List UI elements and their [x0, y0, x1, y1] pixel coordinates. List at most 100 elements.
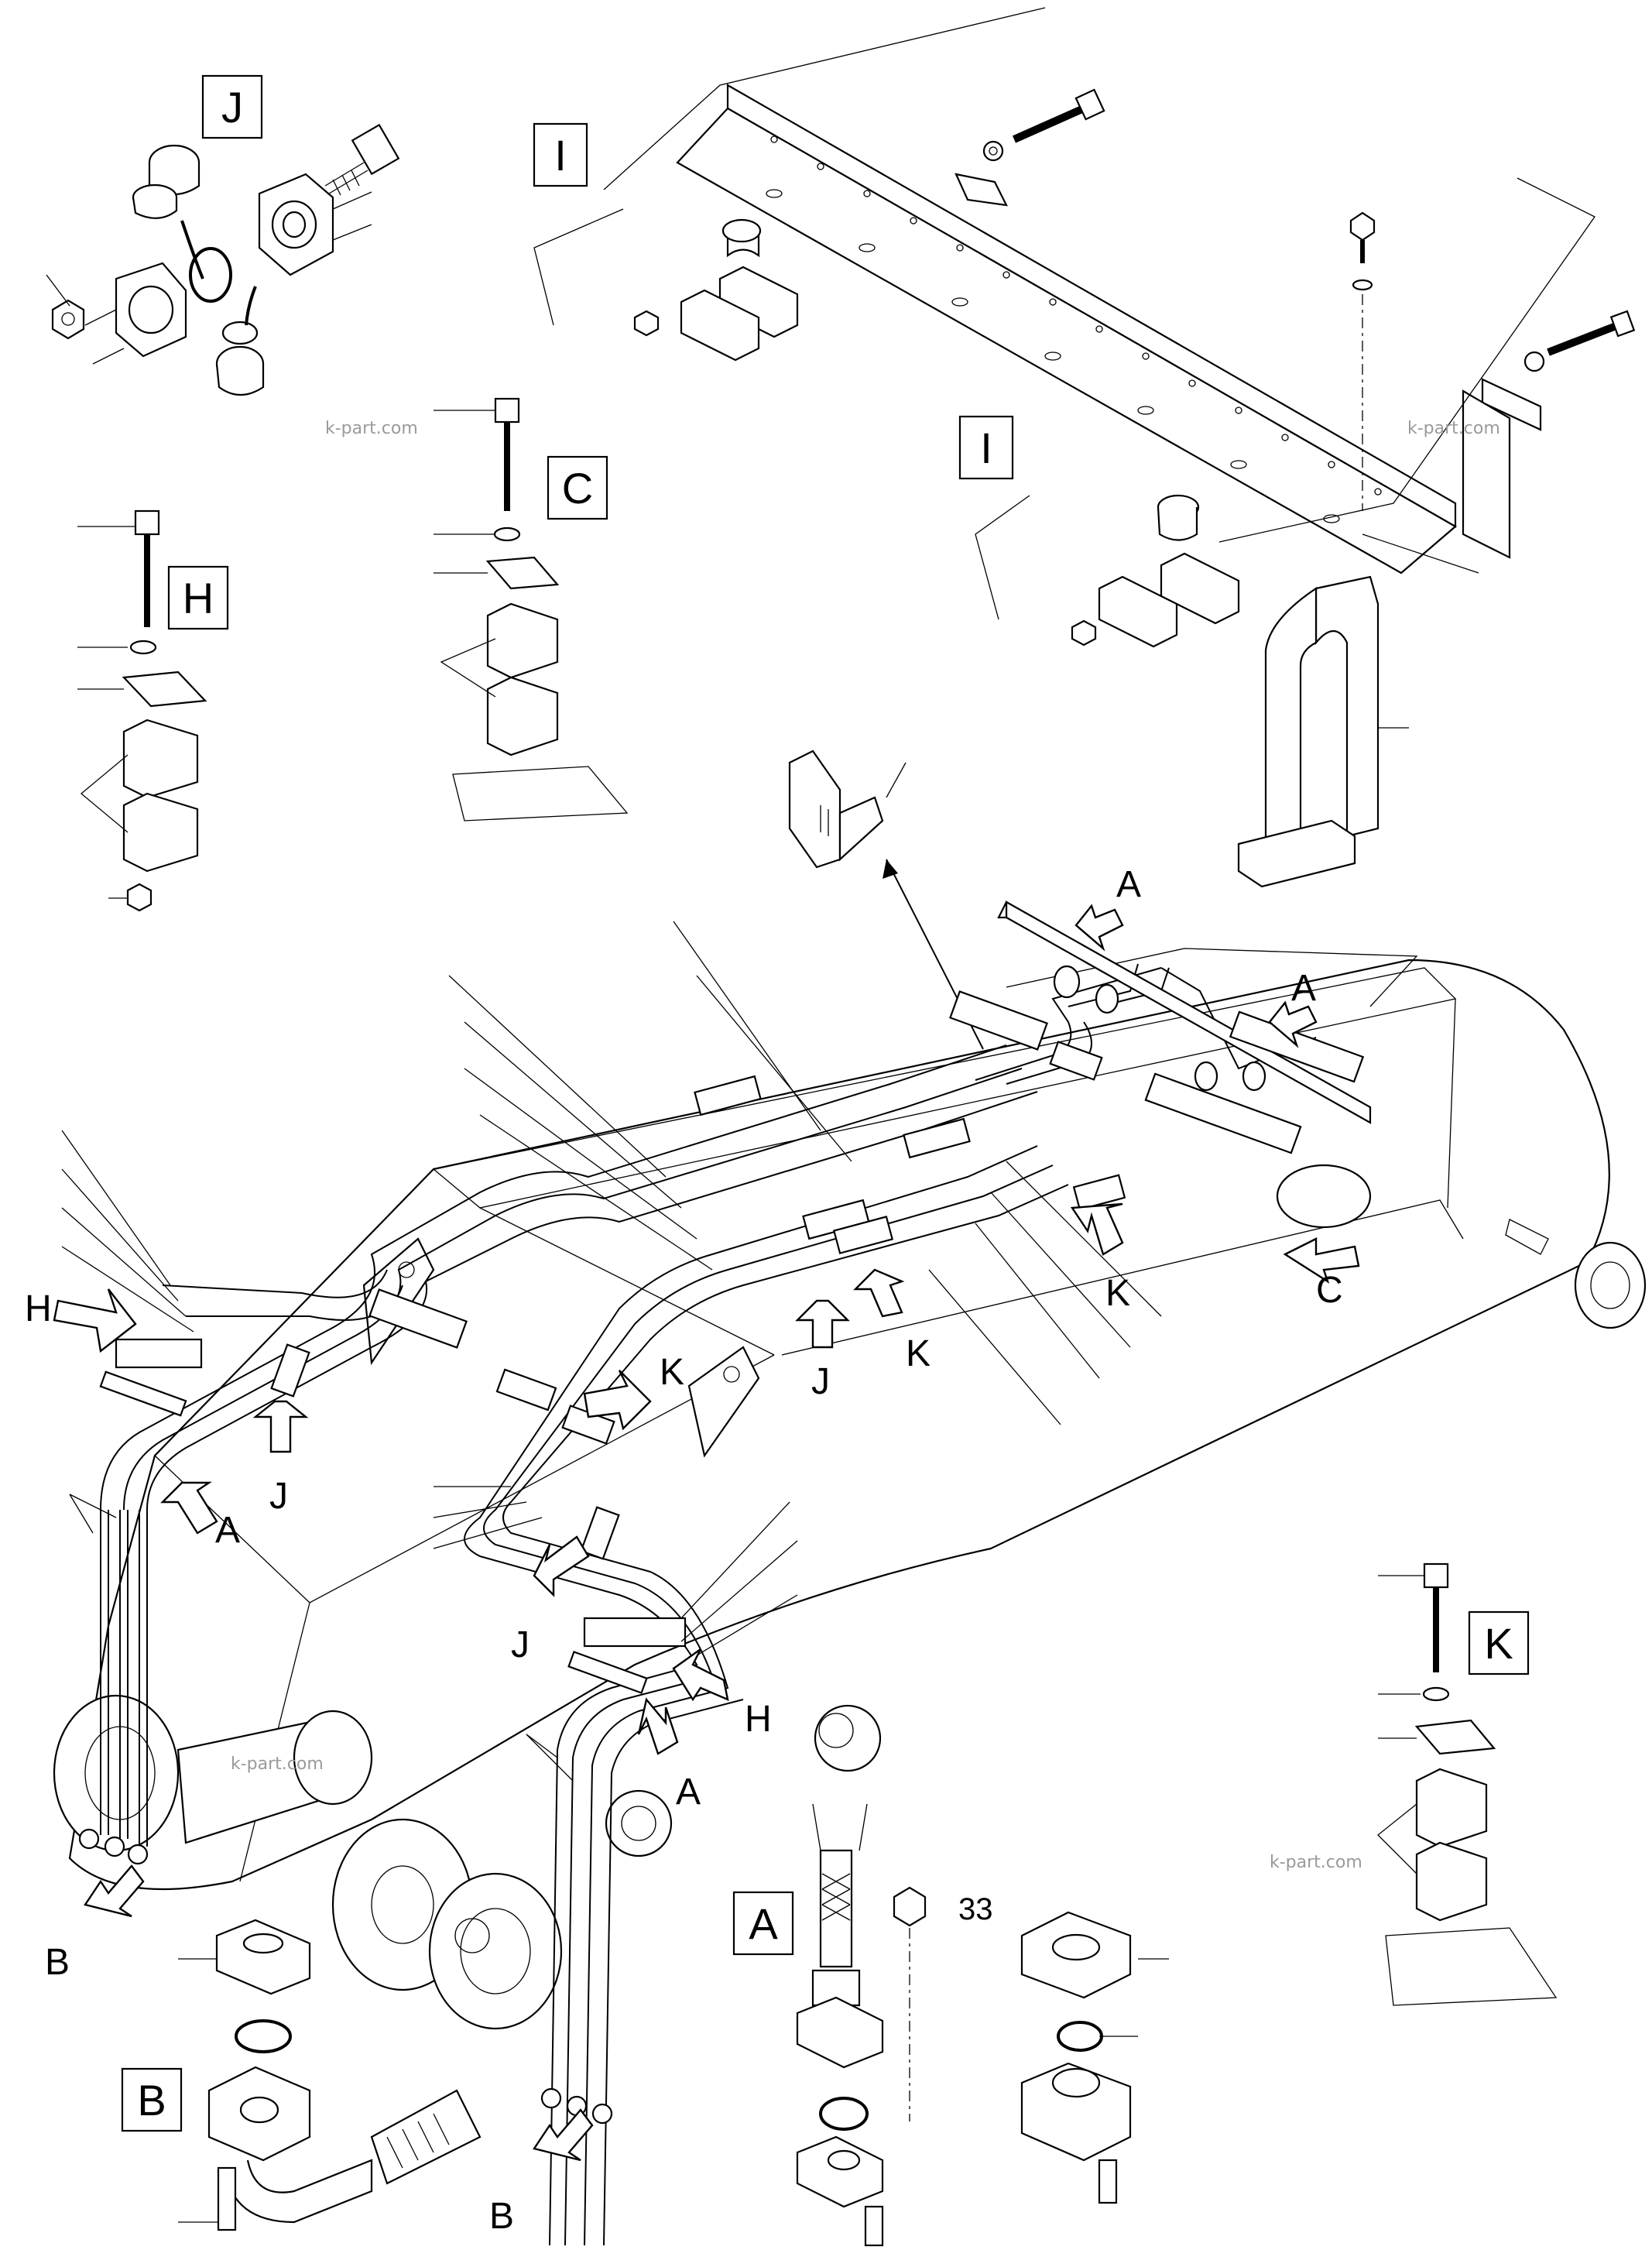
plug-j-bottom — [215, 321, 265, 396]
detail-k-label: K — [1484, 1619, 1513, 1668]
callout-h-left: H — [25, 1288, 52, 1329]
detail-b-hose-flange: B — [121, 1919, 482, 2231]
part-number-33: 33 — [958, 1892, 993, 1926]
flange-b-top — [215, 1919, 311, 1995]
flange-j-right — [258, 173, 372, 276]
spacer-plate-i-right — [1481, 378, 1542, 431]
boom-main-body — [53, 948, 1647, 2030]
clamp-upper-k — [1415, 1768, 1488, 1848]
detail-h-label: H — [183, 574, 214, 623]
bolt-k-head — [1423, 1562, 1449, 1589]
callout-j-1: J — [811, 1361, 830, 1402]
callout-b-lower: B — [489, 2196, 514, 2237]
bolt-i-right-vertical — [1349, 211, 1376, 511]
detail-i-lower-label-box — [958, 415, 1014, 480]
bolt-b — [217, 2166, 237, 2231]
detail-i-upper-label: I — [554, 131, 567, 180]
callout-a-lower: A — [676, 1772, 701, 1813]
callout-k-2: K — [906, 1333, 931, 1374]
clamp-block-i-upper — [633, 218, 799, 362]
angle-beam-side-face — [676, 107, 1457, 575]
callout-j-3: J — [511, 1624, 530, 1665]
bracket-plate-i-right — [1462, 389, 1511, 559]
detail-i-upper-assembly: I — [533, 7, 1636, 888]
detail-c-label: C — [562, 464, 593, 513]
beam-holes — [766, 135, 1382, 523]
flange-a-lower — [796, 2135, 884, 2208]
plug-j-top — [132, 144, 201, 219]
plate-h — [122, 671, 207, 708]
callout-c-right: C — [1316, 1270, 1343, 1311]
flange-a-upper — [796, 1996, 884, 2069]
callout-h-lower: H — [745, 1699, 772, 1740]
bolt-c-head — [494, 397, 520, 424]
clamp-blocks-on-boom — [99, 965, 1365, 1694]
angle-bracket — [788, 749, 984, 1050]
watermark-2: k-part.com — [1407, 419, 1500, 438]
callout-j-2: J — [269, 1476, 288, 1517]
detail-j-label: J — [221, 83, 243, 132]
bolt-a — [864, 2205, 884, 2247]
washer-c — [493, 526, 521, 542]
detail-b-label: B — [137, 2076, 166, 2125]
detail-k-clamp: K — [1377, 1562, 1558, 2006]
detail-j-flange-assembly: J — [46, 74, 400, 396]
clamp-upper-c — [486, 602, 559, 679]
clamp-upper-h — [122, 719, 199, 799]
callout-a-top-2: A — [1291, 968, 1316, 1009]
detail-a-label-box — [732, 1891, 794, 1956]
boom-ear-right — [687, 1346, 760, 1458]
hose-a — [819, 1849, 853, 1968]
clamp-lower-h — [122, 792, 199, 873]
detail-h-clamp: H — [77, 509, 229, 912]
callout-a-top-1: A — [1116, 864, 1141, 905]
plate-k — [1414, 1719, 1496, 1755]
nut-j — [51, 299, 85, 340]
callout-k-1: K — [1105, 1273, 1130, 1314]
detail-i-lower-label: I — [980, 424, 992, 472]
detail-i-upper-label-box — [533, 122, 588, 187]
washer-i-top — [982, 140, 1004, 162]
watermark-3: k-part.com — [231, 1754, 324, 1774]
nut-h — [126, 883, 153, 912]
callout-a-left: A — [215, 1510, 240, 1551]
detail-c-label-box — [547, 455, 608, 520]
detail-h-label-box — [167, 565, 229, 630]
callout-b-left: B — [45, 1942, 70, 1983]
o-ring-a — [819, 2097, 869, 2131]
leader-lines — [61, 921, 1162, 1782]
detail-c-clamp: C — [434, 397, 629, 821]
support-post — [1237, 575, 1409, 888]
cylinder-mount-2 — [814, 1704, 882, 1772]
bolt-h-head — [134, 509, 160, 536]
nut-a-33 — [893, 1886, 927, 1927]
bolt-i-top — [1012, 88, 1105, 143]
plate-c — [485, 556, 560, 590]
watermarks: k-part.com k-part.com k-part.com k-part.… — [231, 419, 1500, 1872]
pipe-bend-b — [223, 2159, 373, 2224]
detail-a-label: A — [749, 1899, 778, 1948]
cylinder-mount-1 — [605, 1789, 673, 1857]
boom-foot-boss-right — [428, 1872, 563, 2030]
flange-pair-right — [1020, 1911, 1169, 2204]
bolt-j — [324, 123, 400, 196]
o-ring-b — [235, 2019, 292, 2053]
clamp-lower-k — [1415, 1841, 1488, 1922]
washer-h — [129, 640, 157, 655]
callout-k-3: K — [660, 1352, 684, 1393]
o-ring-j — [189, 247, 232, 303]
clamp-plate-i — [955, 173, 1008, 207]
clamp-block-i-lower — [1071, 494, 1240, 648]
detail-i-lower-assembly: I — [958, 177, 1595, 648]
detail-a-hose-flange: A 33 — [732, 1803, 993, 2247]
flange-j-left — [84, 262, 187, 365]
watermark-4: k-part.com — [1270, 1853, 1362, 1872]
detail-b-label-box — [121, 2067, 183, 2132]
callout-letters: A A C K K K J J J H H A A B B — [25, 864, 1343, 2237]
callout-arrows — [53, 904, 1360, 2162]
watermark-1: k-part.com — [325, 419, 418, 438]
boom-foot-boss-left — [53, 1694, 180, 1852]
detail-j-label-box — [201, 74, 263, 139]
bolt-i-right-horizontal — [1523, 310, 1636, 372]
